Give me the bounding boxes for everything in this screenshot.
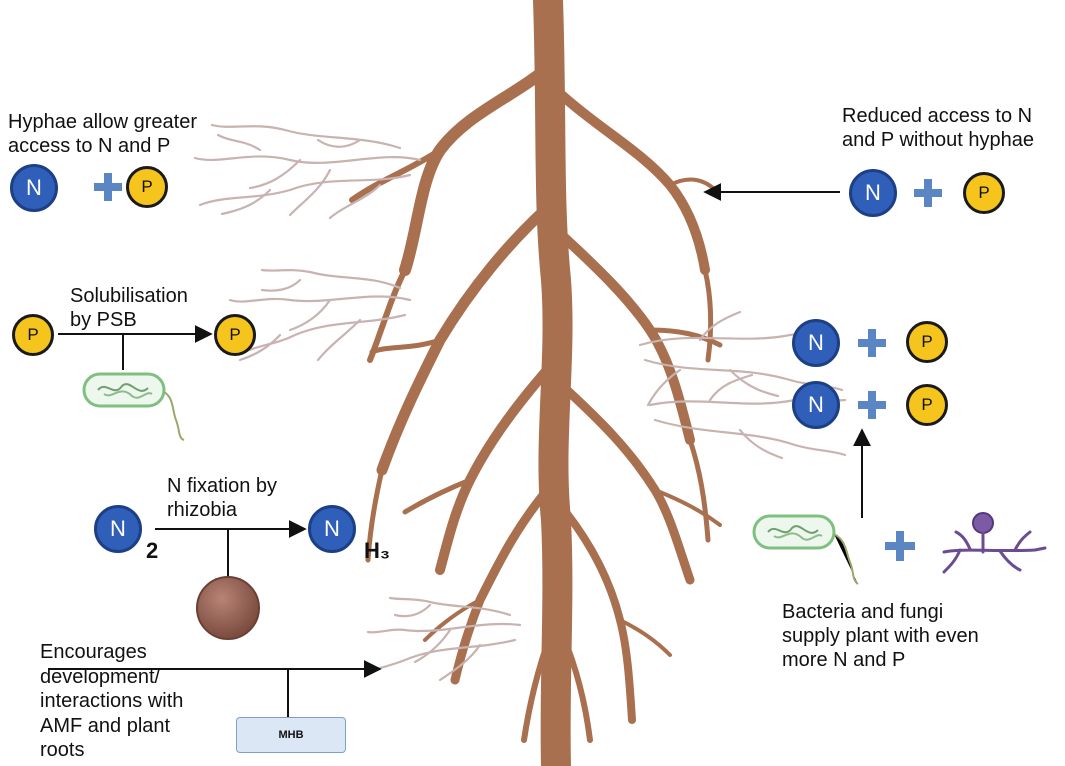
plus-icon-top-right [914, 179, 942, 207]
nitrogen-icon-mid-right-2: N [792, 381, 840, 429]
plus-icon-bacteria-fungi [885, 531, 915, 561]
fungus-icon [942, 512, 1047, 574]
hyphae-cluster-bottom-left [366, 596, 522, 682]
nitrogen-icon-n2: N [94, 505, 142, 553]
label-n-fixation: N fixation by rhizobia [167, 475, 278, 521]
bacterium-psb-icon [82, 372, 185, 441]
nitrogen-icon-mid-right-1: N [792, 319, 840, 367]
label-solubilisation: Solubilisation by PSB [70, 285, 188, 331]
hyphae-cluster-top-left [193, 123, 422, 220]
plus-icon-mid-right-1 [858, 329, 886, 357]
phosphorus-icon-top-left: P [126, 166, 168, 208]
hyphae-cluster-mid-left [228, 268, 412, 362]
phosphorus-icon-top-right: P [963, 172, 1005, 214]
label-encourages: Encourages development/ interactions wit… [40, 641, 184, 761]
root-system [349, 0, 723, 766]
phosphorus-icon-mid-right-2: P [906, 384, 948, 426]
plus-icon-mid-right-2 [858, 391, 886, 419]
main-root [533, 0, 573, 766]
bacterium-icon [752, 514, 859, 585]
mhb-box: MHB [236, 717, 346, 753]
nitrogen-icon-top-left: N [10, 164, 58, 212]
nitrogen-icon-top-right: N [849, 169, 897, 217]
phosphorus-icon-psb-input: P [12, 314, 54, 356]
phosphorus-icon-psb-output: P [214, 314, 256, 356]
plus-icon-top-left [94, 173, 122, 201]
phosphorus-icon-mid-right-1: P [906, 321, 948, 363]
label-reduced-access: Reduced access to N and P without hyphae [842, 105, 1035, 151]
label-hyphae-access: Hyphae allow greater access to N and P [8, 111, 197, 157]
nh3-subscript: H₃ [364, 538, 391, 563]
n2-subscript: 2 [146, 538, 159, 563]
nitrogen-icon-nh3: N [308, 505, 356, 553]
label-bacteria-fungi: Bacteria and fungi supply plant with eve… [782, 601, 979, 671]
rhizobium-icon [196, 576, 260, 640]
